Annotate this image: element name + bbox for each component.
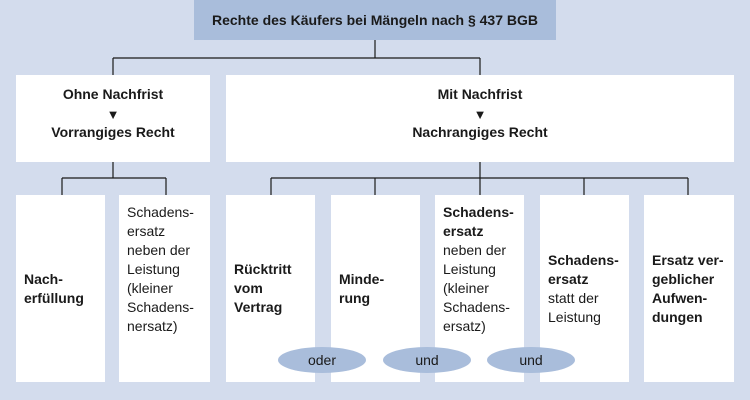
diagram-title: Rechte des Käufers bei Mängeln nach § 43… (194, 0, 556, 40)
leaf-ersatz-aufwendungen: Ersatz ver- geblicher Aufwen- dungen (644, 195, 734, 382)
mit-nachfrist-box: Mit Nachfrist ▼ Nachrangiges Recht (226, 75, 734, 162)
leaf-schadensersatz-statt-text: statt der Leistung (548, 289, 601, 325)
mit-nachfrist-heading: Mit Nachfrist (437, 86, 523, 102)
leaf-ruecktritt-label: Rücktritt vom Vertrag (234, 261, 292, 315)
down-arrow-icon: ▼ (473, 107, 487, 122)
nachrangiges-recht-label: Nachrangiges Recht (412, 124, 548, 140)
leaf-schadensersatz-neben-bold: Schadens- ersatz (443, 204, 514, 239)
connector-und-1: und (383, 347, 471, 373)
leaf-minderung-label: Minde- rung (339, 270, 385, 306)
leaf-schadensersatz-statt-bold: Schadens- ersatz (548, 251, 619, 287)
leaf-ersatz-aufwendungen-label: Ersatz ver- geblicher Aufwen- dungen (652, 251, 724, 325)
leaf-nacherfuellung: Nach- erfüllung (16, 195, 105, 382)
down-arrow-icon: ▼ (106, 107, 120, 122)
ohne-nachfrist-box: Ohne Nachfrist ▼ Vorrangiges Recht (16, 75, 210, 162)
connector-und-2: und (487, 347, 575, 373)
leaf-kleiner-schadensersatz-label: Schadens- ersatz neben der Leistung (kle… (127, 204, 194, 334)
leaf-nacherfuellung-label: Nach- erfüllung (24, 270, 84, 306)
leaf-schadensersatz-neben-text: neben der Leistung (kleiner Schadens- er… (443, 242, 510, 334)
ohne-nachfrist-heading: Ohne Nachfrist (62, 86, 164, 102)
leaf-kleiner-schadensersatz: Schadens- ersatz neben der Leistung (kle… (119, 195, 210, 382)
vorrangiges-recht-label: Vorrangiges Recht (51, 124, 175, 140)
connector-oder: oder (278, 347, 366, 373)
